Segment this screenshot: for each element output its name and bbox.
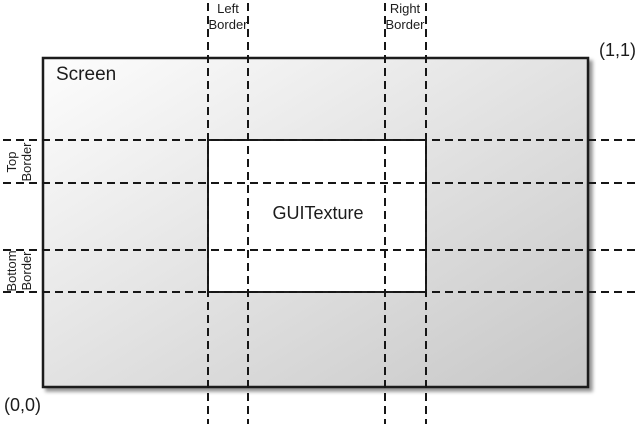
screen-label: Screen (56, 64, 116, 85)
top-right-coordinate-label: (1,1) (599, 40, 636, 60)
guitexture-rect (207, 139, 427, 293)
right-border-label-line2: Border (385, 17, 425, 32)
top-border-label-line1: Top (4, 152, 19, 173)
bottom-border-label-line2: Border (19, 251, 34, 291)
left-border-label-line1: Left (217, 1, 239, 16)
top-border-label-line2: Border (19, 142, 34, 182)
right-border-label-line1: Right (390, 1, 421, 16)
origin-coordinate-label: (0,0) (4, 395, 41, 415)
left-border-label: Left Border (208, 1, 248, 32)
left-border-label-line2: Border (208, 17, 248, 32)
right-border-label: Right Border (385, 1, 425, 32)
top-border-label: Top Border (4, 142, 34, 182)
bottom-border-label-line1: Bottom (4, 250, 19, 291)
bottom-border-label: Bottom Border (4, 250, 34, 291)
guitexture-label: GUITexture (272, 203, 363, 223)
